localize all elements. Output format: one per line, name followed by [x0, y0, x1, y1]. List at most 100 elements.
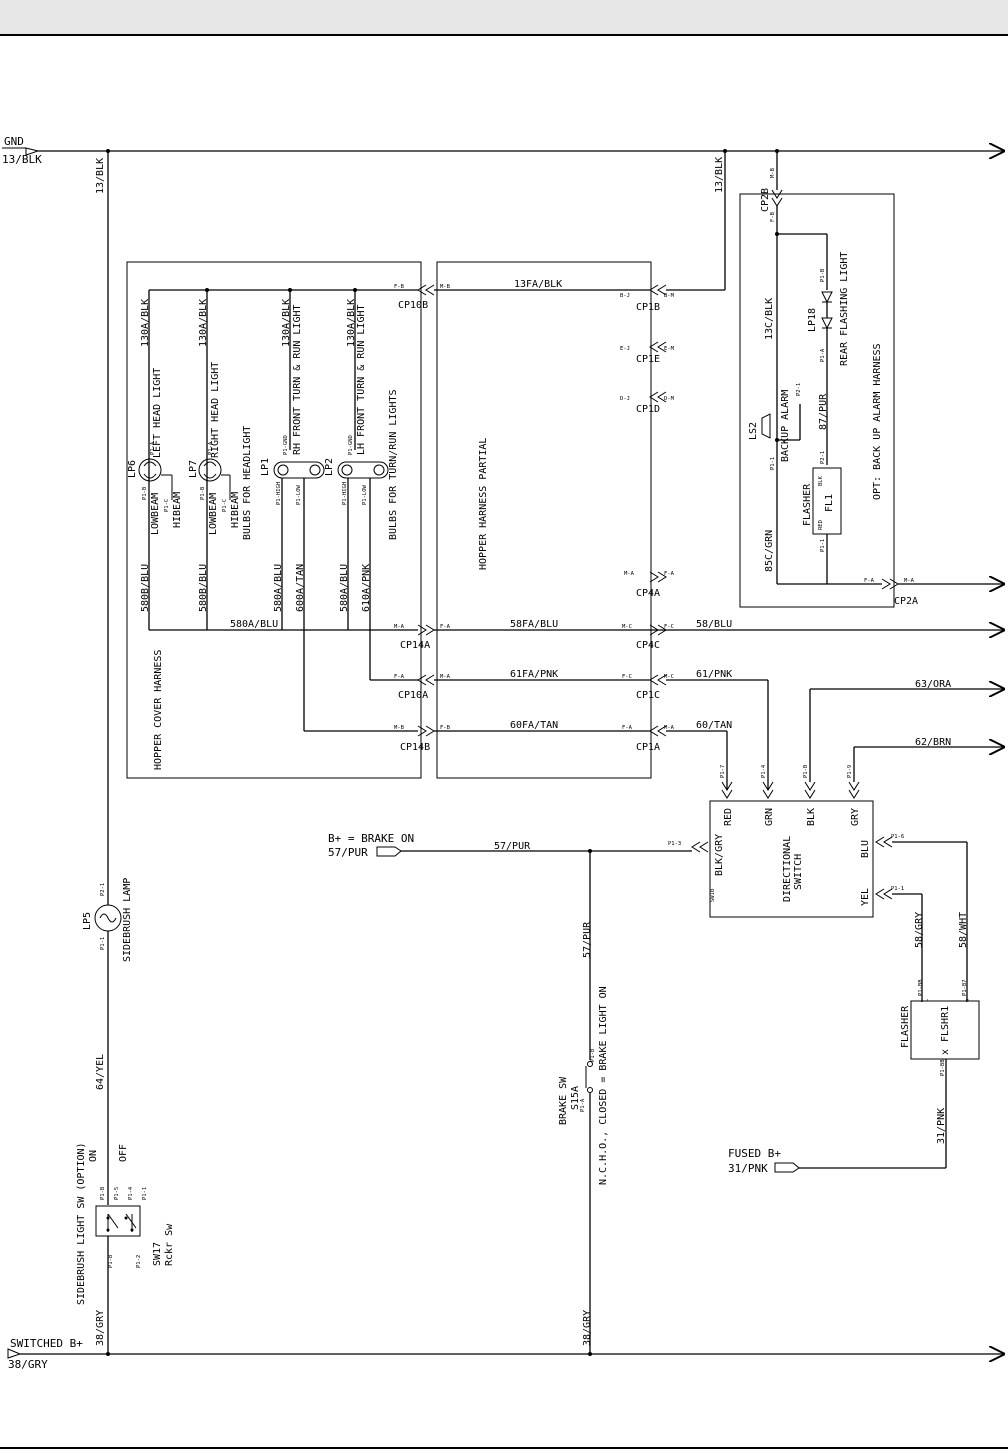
cp1c-name: CP1C [636, 690, 660, 701]
87pur-label: 87/PUR [818, 393, 829, 430]
cp10a-symbol [417, 674, 435, 686]
cp1e-right: E-M [664, 346, 675, 352]
sw17-pin: P1-B [100, 1186, 106, 1200]
flasher-prefix: x [940, 1049, 951, 1055]
flasher-pin-l: L [924, 998, 930, 1002]
cp14a-right: F-A [440, 624, 451, 630]
flasher-ref: FLSHR1 [940, 1006, 951, 1042]
directional-switch: 63/ORA 62/BRN P1-7 P1-4 P1-B P1-9 RED GR… [668, 679, 1005, 1002]
backup-alarm-label: OPT: BACK UP ALARM HARNESS [872, 343, 883, 500]
rear-flashing-led [821, 291, 833, 304]
flasher-pin: P1-B7 [962, 979, 968, 996]
63ora-label: 63/ORA [915, 679, 951, 690]
left-vertical: 13/BLK LP5 P1-1 P2-1 SIDEBRUSH LAMP 64/Y… [76, 149, 175, 1356]
fused-wire: 31/PNK [728, 1162, 768, 1175]
switched-connector [7, 1348, 22, 1359]
sw10-top-label: BLK [806, 808, 817, 826]
lp18-pin: P1-B [820, 268, 826, 282]
lp2-ref: LP2 [324, 458, 335, 476]
sw10-pin: P1-7 [720, 765, 726, 778]
sw10-right-label: BLU [860, 840, 871, 858]
brake-sw-desc: BRAKE SW [558, 1076, 569, 1125]
cp4a-name: CP4A [636, 588, 660, 599]
brake-circuit: B+ = BRAKE ON 57/PUR 57/PUR 57/PUR BRAKE… [328, 832, 692, 1356]
13c-label: 13C/BLK [764, 298, 775, 340]
connectors-left: F-B M-B CP10B 13FA/BLK M-A F-A CP14A 58F… [394, 279, 1005, 753]
turnrun-group: BULBS FOR TURN/RUN LIGHTS [388, 389, 399, 540]
cp1a-right: M-A [664, 725, 675, 731]
lp18-ref: LP18 [807, 308, 818, 332]
lamp-filament [99, 913, 117, 923]
fl1-red: RED [818, 520, 824, 530]
header-bar [0, 0, 1008, 36]
lp7-hibeam: HIBEAM [230, 492, 241, 528]
sw17-pin: P1-2 [136, 1255, 142, 1268]
backup-alarm-speaker [761, 413, 771, 439]
cp1d-left: D-J [620, 396, 630, 402]
cp2b-symbol [771, 189, 783, 207]
fl1-ref: FL1 [824, 494, 835, 512]
cp10a-name: CP10A [398, 690, 428, 701]
cp14b-right: F-B [440, 725, 451, 731]
cp4a-symbol [649, 571, 667, 583]
cp1d-right: D-M [664, 396, 675, 402]
cp4a-right: F-A [664, 571, 675, 577]
brake-note: N.C.H.O., CLOSED = BRAKE LIGHT ON [598, 986, 609, 1185]
sidebrush-bottom-wire-label: 38/GRY [95, 1310, 106, 1346]
lp1-wire-top: 130A/BLK [281, 299, 292, 347]
13fa-label: 13FA/BLK [514, 279, 562, 290]
cp1b-right: B-M [664, 293, 675, 299]
lp6-wire-top: 130A/BLK [140, 299, 151, 347]
brake-sw-ref: S15A [570, 1086, 581, 1110]
cp1e-left: E-J [620, 346, 630, 352]
lp6-wire-bot: 580B/BLU [140, 564, 151, 612]
lp1-symbol [273, 461, 325, 479]
sw17-sub: Rckr Sw [164, 1223, 175, 1266]
connectors-right: B-J B-M CP1B 13/BLK E-J E-M CP1E D-J D-M… [620, 149, 769, 790]
58fa-label: 58FA/BLU [510, 619, 558, 630]
cp10b-name: CP10B [398, 300, 428, 311]
60tan-label: 60/TAN [696, 720, 732, 731]
sw10-conn-gry [848, 781, 860, 799]
sidebrush-wire-label: 64/YEL [95, 1054, 106, 1090]
sw10-right-label: YEL [860, 888, 871, 906]
ls2-ref: LS2 [748, 422, 759, 440]
57pur-vertical-label: 57/PUR [582, 921, 593, 958]
hopper-cover-harness: HOPPER COVER HARNESS 130A/BLK 130A/BLK 1… [126, 261, 422, 779]
sidebrush-off: OFF [118, 1144, 129, 1162]
flasher-box [910, 1000, 980, 1060]
sw17-pin: P1-B [108, 1254, 114, 1268]
sidebrush-switch-desc: SIDEBRUSH LIGHT SW (OPTION) [76, 1142, 87, 1305]
cp1d-name: CP1D [636, 404, 660, 415]
hopper-harness-partial: HOPPER HARNESS PARTIAL [436, 261, 652, 779]
cp14b-name: CP14B [400, 742, 430, 753]
backup-alarm-box [739, 193, 895, 608]
lp18-pin: P1-A [820, 348, 826, 362]
lp5-desc: SIDEBRUSH LAMP [122, 878, 133, 962]
lp7-wire-bot: 580B/BLU [198, 564, 209, 612]
fl1-pin: P2-1 [820, 451, 826, 464]
fl1-desc: FLASHER [802, 483, 813, 526]
switched-rail: SWITCHED B+ 38/GRY [7, 1337, 1005, 1371]
lp2-wire-top: 130A/BLK [346, 299, 357, 347]
sw10-right-conn-blu [875, 836, 893, 848]
left-gnd-wire-label: 13/BLK [95, 158, 106, 194]
gnd-connector [25, 147, 40, 156]
cp14b-symbol [417, 725, 435, 737]
sw10-pin: P1-4 [761, 764, 767, 778]
cp10a-left: F-A [394, 674, 405, 680]
sw10-right-conn-yel [875, 888, 893, 900]
hopper-partial-box [436, 261, 652, 779]
lp7-pin: P1-B [200, 486, 206, 500]
cp1e-name: CP1E [636, 354, 660, 365]
cp4c-name: CP4C [636, 640, 660, 651]
cp14a-left: M-A [394, 624, 405, 630]
580a-bus-label: 580A/BLU [230, 619, 278, 630]
lp6-hibeam: HIBEAM [172, 492, 183, 528]
lp1-pin: P1-LOW [296, 484, 302, 505]
sw10-left-conn [691, 841, 709, 853]
sw10-left-label: BLK/GRY [714, 834, 725, 876]
lp6-lowbeam: LOWBEAM [150, 493, 161, 535]
lp1-pin: P1-GND [283, 435, 289, 455]
